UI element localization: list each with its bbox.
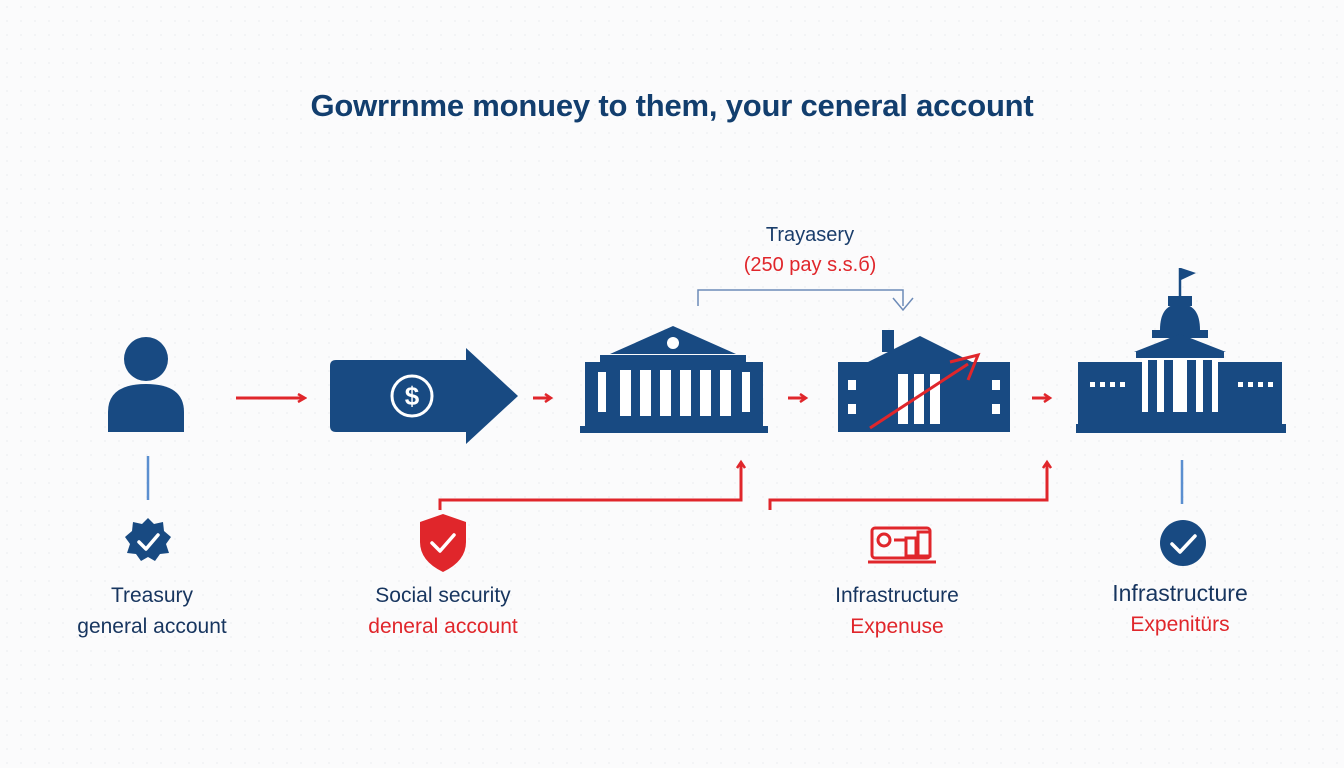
node-label-line2: Expenuse [850, 615, 944, 638]
cash-register-icon [868, 526, 936, 564]
treasury-building-icon [838, 330, 1010, 432]
node-label-infrastructure-expense: Infrastructure Expenuse [767, 580, 1027, 642]
return-flow-arrow-1 [438, 462, 741, 510]
svg-text:$: $ [405, 381, 420, 411]
annotation-title: Trayasery [765, 224, 855, 246]
node-label-line2: deneral account [368, 615, 518, 638]
shield-check-icon [420, 514, 466, 572]
annotation-bracket [697, 289, 914, 312]
return-flow-arrow-2 [768, 462, 1047, 510]
person-icon [108, 337, 184, 432]
capitol-building-icon [1076, 268, 1286, 433]
circle-check-icon [1160, 520, 1206, 566]
node-label-line1: Social security [375, 584, 511, 607]
node-label-line1: Treasury [110, 584, 194, 607]
node-label-social-security: Social security deneral account [313, 580, 573, 642]
bank-building-icon [580, 326, 768, 433]
node-label-line1: Infrastructure [835, 584, 959, 607]
page-title: Gowrrnme monuey to them, your ceneral ac… [310, 88, 1034, 123]
node-label-infrastructure-expenditure: Infrastructure Expenitürs [1050, 578, 1310, 640]
annotation-subtitle: (250 pay s.s.б) [743, 254, 877, 276]
badge-check-icon [125, 518, 171, 561]
dollar-arrow-icon: $ [330, 348, 518, 444]
node-label-treasury: Treasury general account [22, 580, 282, 642]
node-label-line1: Infrastructure [1112, 580, 1248, 606]
node-label-line2: Expenitürs [1130, 613, 1230, 636]
node-label-line2: general account [77, 615, 227, 638]
